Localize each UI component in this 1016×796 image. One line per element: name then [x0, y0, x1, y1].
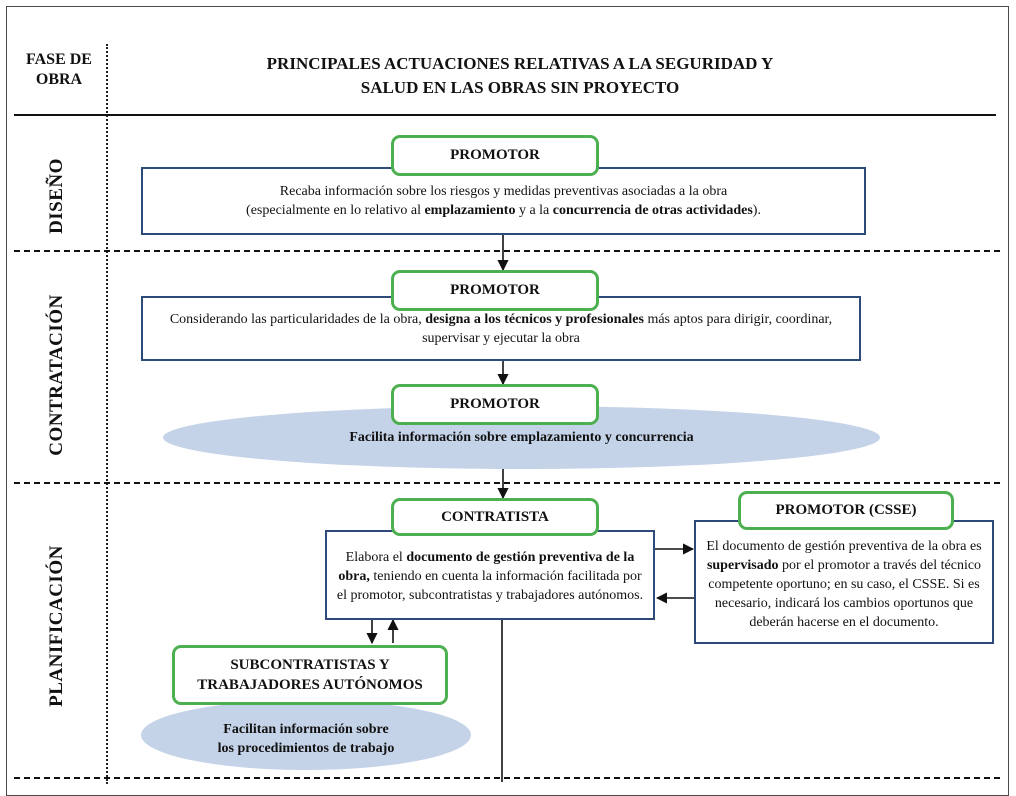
subcontractors-box: SUBCONTRATISTAS Y TRABAJADORES AUTÓNOMOS: [172, 645, 448, 705]
contracting-promoter-box: PROMOTOR: [391, 270, 599, 311]
info-promoter-box: PROMOTOR: [391, 384, 599, 425]
header-rule: [14, 114, 996, 116]
subcontractor-ellipse: Facilitan información sobre los procedim…: [141, 700, 471, 770]
phase-separator-design: [14, 250, 1000, 252]
phase-separator-planning: [14, 777, 1000, 779]
design-promoter-box: PROMOTOR: [391, 135, 599, 176]
phase-column-divider: [106, 44, 108, 784]
promoter-csse-box: PROMOTOR (CSSE): [738, 491, 954, 530]
phase-column-header: FASE DE OBRA: [26, 51, 92, 88]
design-description-box: Recaba información sobre los riesgos y m…: [141, 167, 866, 235]
csse-description-box: El documento de gestión preventiva de la…: [694, 520, 994, 644]
phase-separator-contracting: [14, 482, 1000, 484]
contractor-box: CONTRATISTA: [391, 498, 599, 536]
diagram-title: PRINCIPALES ACTUACIONES RELATIVAS A LA S…: [266, 54, 774, 97]
contractor-description-box: Elabora el documento de gestión preventi…: [325, 530, 655, 620]
